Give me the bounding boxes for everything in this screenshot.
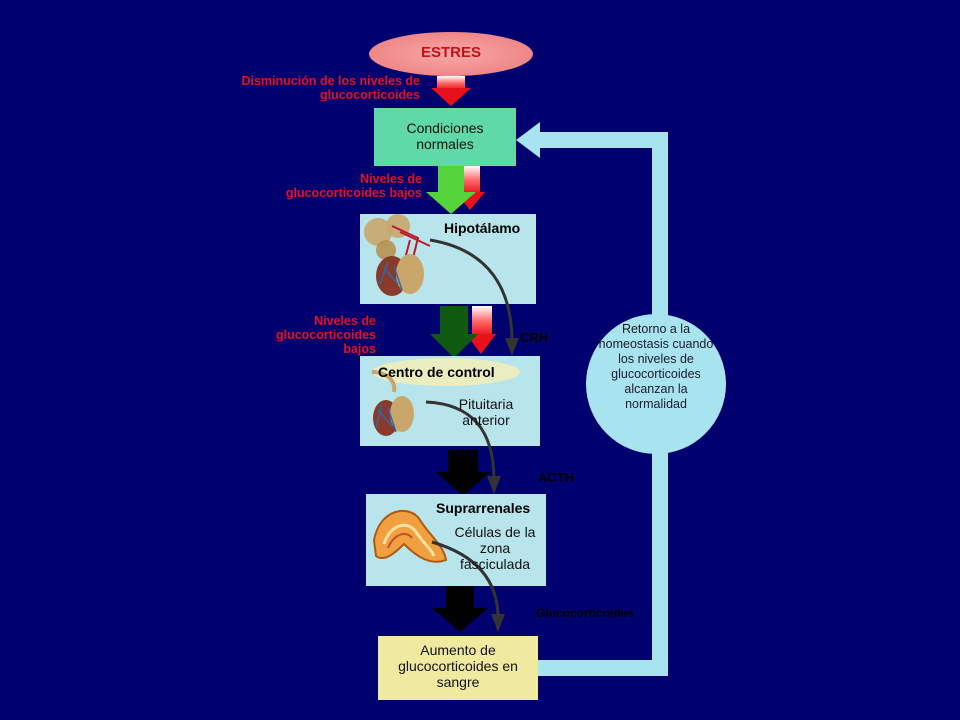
cells-text: Células de la zona fasciculada [454, 524, 536, 572]
low-levels-label-2: Niveles de glucocorticoides bajos [275, 314, 376, 356]
black-arrow-2 [432, 586, 488, 632]
adrenal-image [372, 509, 448, 563]
acth-label: ACTH [538, 470, 575, 485]
decrease-label: Disminución de los niveles de glucocorti… [241, 74, 420, 102]
pituitary-text: Pituitaria anterior [458, 396, 514, 428]
pituitary-image [371, 370, 414, 436]
feedback-loop [516, 122, 726, 676]
stress-ellipse [369, 32, 533, 76]
feedback-arrowhead [516, 122, 540, 158]
low-levels-arrows-1 [426, 166, 485, 214]
low-levels-label-1: Niveles de glucocorticoides bajos [285, 172, 422, 200]
hormone-curves [425, 238, 514, 619]
adrenals-title: Suprarrenales [436, 500, 531, 516]
glucocorticoids-label: Glucocorticoides [536, 606, 635, 620]
control-center-title: Centro de control [378, 364, 495, 380]
feedback-circle [586, 314, 726, 454]
low-levels-arrows-2 [430, 306, 496, 358]
crh-label: CRH [520, 330, 549, 345]
hypothalamus-title: Hipotálamo [444, 220, 521, 236]
hormone-arrowheads [487, 338, 519, 632]
result-text: Aumento de glucocorticoides en sangre [398, 642, 518, 690]
normal-conditions-box [374, 108, 516, 166]
feedback-text: Retorno a la homeostasis cuando los nive… [598, 322, 714, 411]
stress-label: ESTRES [420, 44, 481, 61]
control-center-highlight [372, 358, 520, 386]
black-arrow-1 [436, 450, 490, 496]
result-box [378, 636, 538, 700]
stress-down-arrow [431, 76, 471, 106]
normal-conditions-text: Condiciones normales [406, 120, 484, 152]
hypothalamus-image [364, 214, 431, 296]
